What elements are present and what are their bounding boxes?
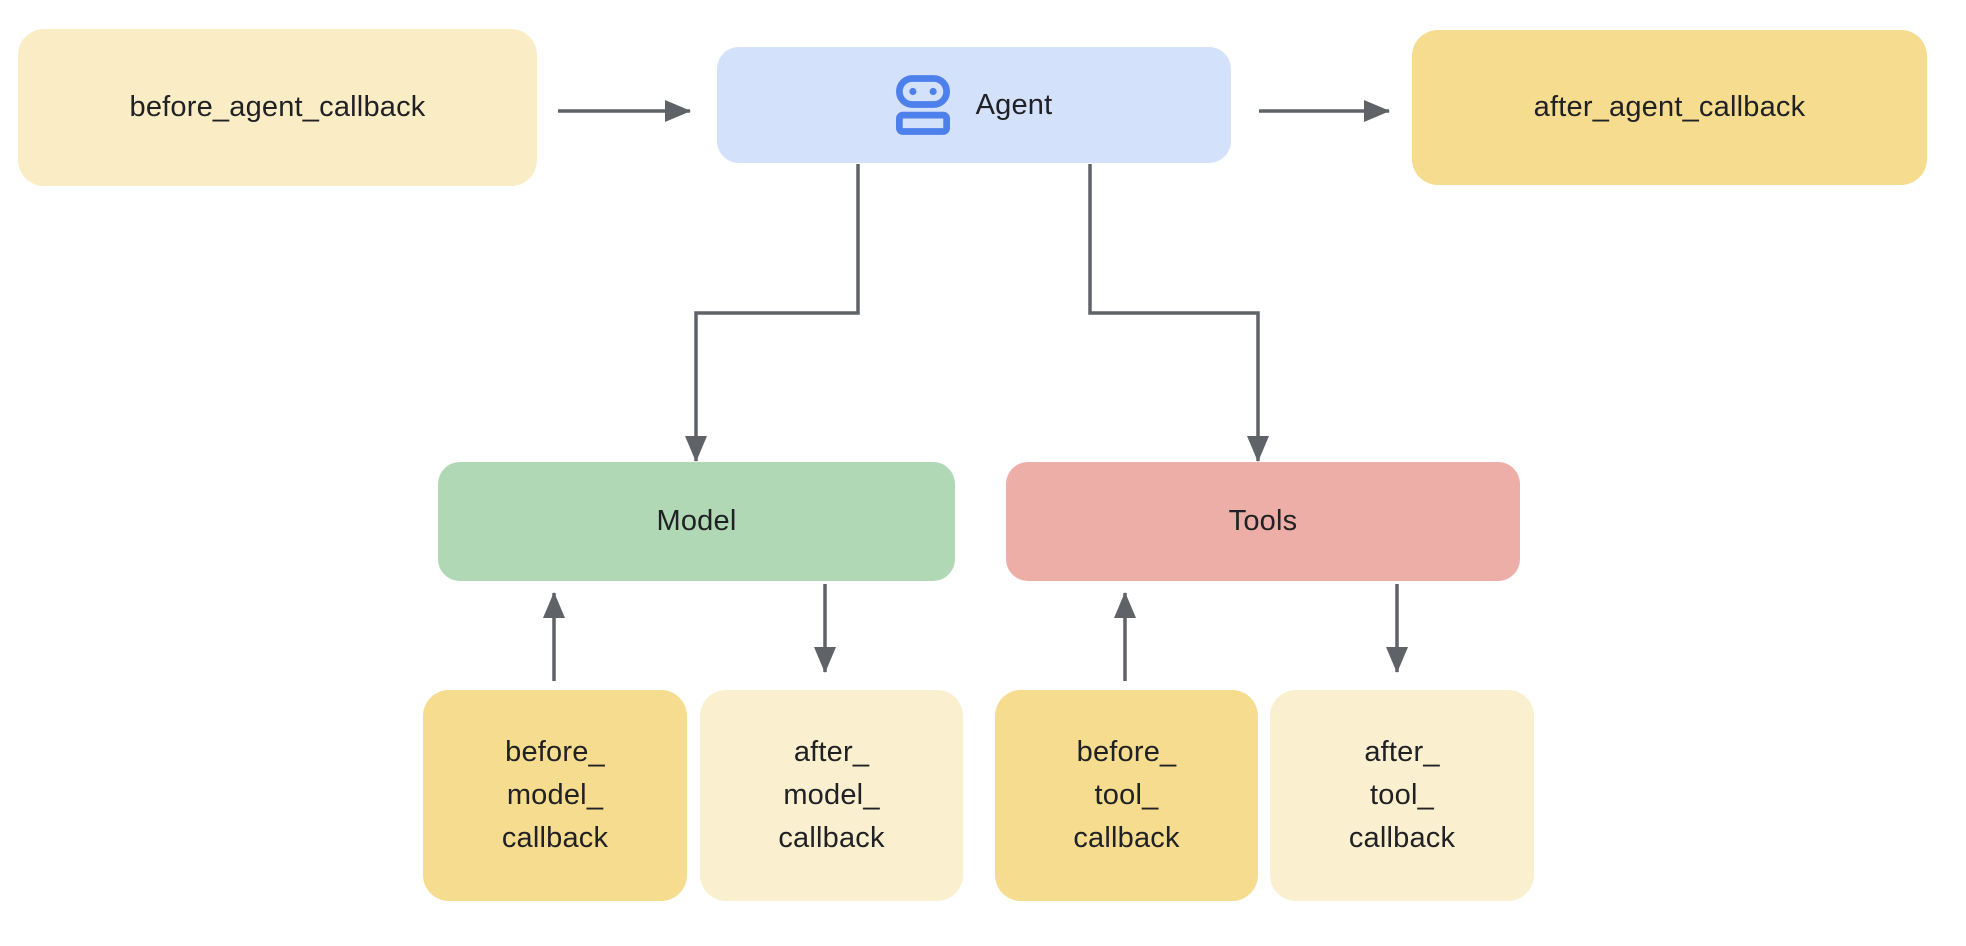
- node-label: before_agent_callback: [129, 91, 426, 123]
- arrow-agent-to-tools: [1088, 164, 1269, 462]
- node-after-model-callback: after_ model_ callback: [700, 690, 963, 901]
- arrow-agent-to-model: [685, 164, 860, 462]
- node-label: after_ model_ callback: [778, 736, 885, 854]
- node-after-tool-callback: after_ tool_ callback: [1270, 690, 1534, 901]
- node-label: after_agent_callback: [1533, 91, 1806, 123]
- node-before-tool-callback: before_ tool_ callback: [995, 690, 1258, 901]
- node-label: before_ tool_ callback: [1073, 736, 1180, 854]
- robot-icon: [895, 75, 950, 135]
- node-model: Model: [438, 462, 955, 581]
- node-after-agent-callback: after_agent_callback: [1412, 30, 1927, 185]
- node-before-model-callback: before_ model_ callback: [423, 690, 687, 901]
- node-tools: Tools: [1006, 462, 1520, 581]
- node-label: after_ tool_ callback: [1348, 736, 1456, 854]
- node-label: Tools: [1228, 505, 1298, 537]
- node-label: Model: [656, 505, 737, 537]
- node-label: Agent: [975, 88, 1053, 121]
- node-label: before_ model_ callback: [501, 736, 609, 854]
- node-before-agent-callback: before_agent_callback: [18, 29, 537, 186]
- node-agent: Agent: [717, 47, 1231, 163]
